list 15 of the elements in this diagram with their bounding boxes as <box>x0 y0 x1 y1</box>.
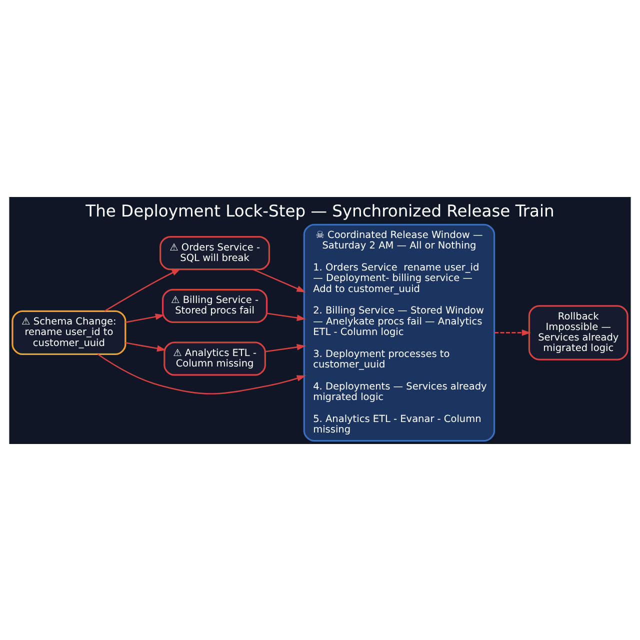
arrow <box>125 342 166 352</box>
node-box: ⚠ Analytics ETL - Column missing <box>164 341 266 376</box>
node-box: ⚠ Billing Service - Stored procs fail <box>162 288 268 322</box>
arrow <box>266 312 306 320</box>
arrow <box>252 268 306 292</box>
arrow <box>97 353 306 394</box>
node-box: ⚠ Orders Service - SQL will break <box>160 236 270 270</box>
arrow <box>104 268 181 312</box>
arrow <box>265 343 306 352</box>
node-box: ⚠ Schema Change: rename user_id to customer_uuid <box>12 310 126 355</box>
arrow <box>125 313 165 322</box>
node-box: ☠ Coordinated Release Window — Saturday 2 AM — All or Nothing 1. Orders Service rename user_id — Deployment- billing service — Add to customer_uuid 2. Billing Service — Stored Window — Anelykate procs fail — Analytics ETL - Column logic 3. Deployment processes to customer_uuid 4. Deployments — Services already migrated logic 5. Analytics ETL - Evanar - Column missing <box>303 223 496 442</box>
arrow <box>494 329 531 336</box>
node-box: Rollback Impossible — Services already migrated logic <box>528 304 628 360</box>
diagram-title: The Deployment Lock-Step — Synchronized Release Train <box>86 201 554 220</box>
